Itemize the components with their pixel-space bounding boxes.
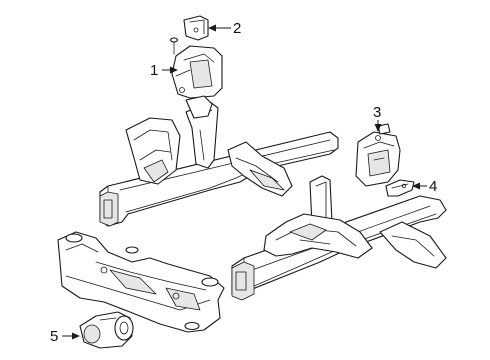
callout-4-label: 4: [429, 178, 437, 195]
callout-1-label: 1: [150, 62, 158, 79]
mount-bracket: [183, 15, 209, 41]
left-frame-rail: [99, 101, 339, 227]
engine-mount-upper: [169, 37, 223, 119]
small-bracket: [385, 179, 415, 197]
callout-4: 4: [412, 178, 437, 195]
callout-2-label: 2: [233, 20, 241, 37]
torque-rod-mount: [79, 311, 134, 349]
callout-3: 3: [373, 104, 382, 132]
transmission-mount: [355, 123, 401, 187]
callout-3-label: 3: [373, 104, 381, 121]
right-frame-rail: [231, 175, 447, 301]
callout-1: 1: [150, 62, 178, 79]
callout-2: 2: [208, 20, 241, 37]
front-subframe: [57, 231, 225, 333]
callout-5-label: 5: [50, 328, 58, 345]
callout-5: 5: [50, 328, 80, 345]
